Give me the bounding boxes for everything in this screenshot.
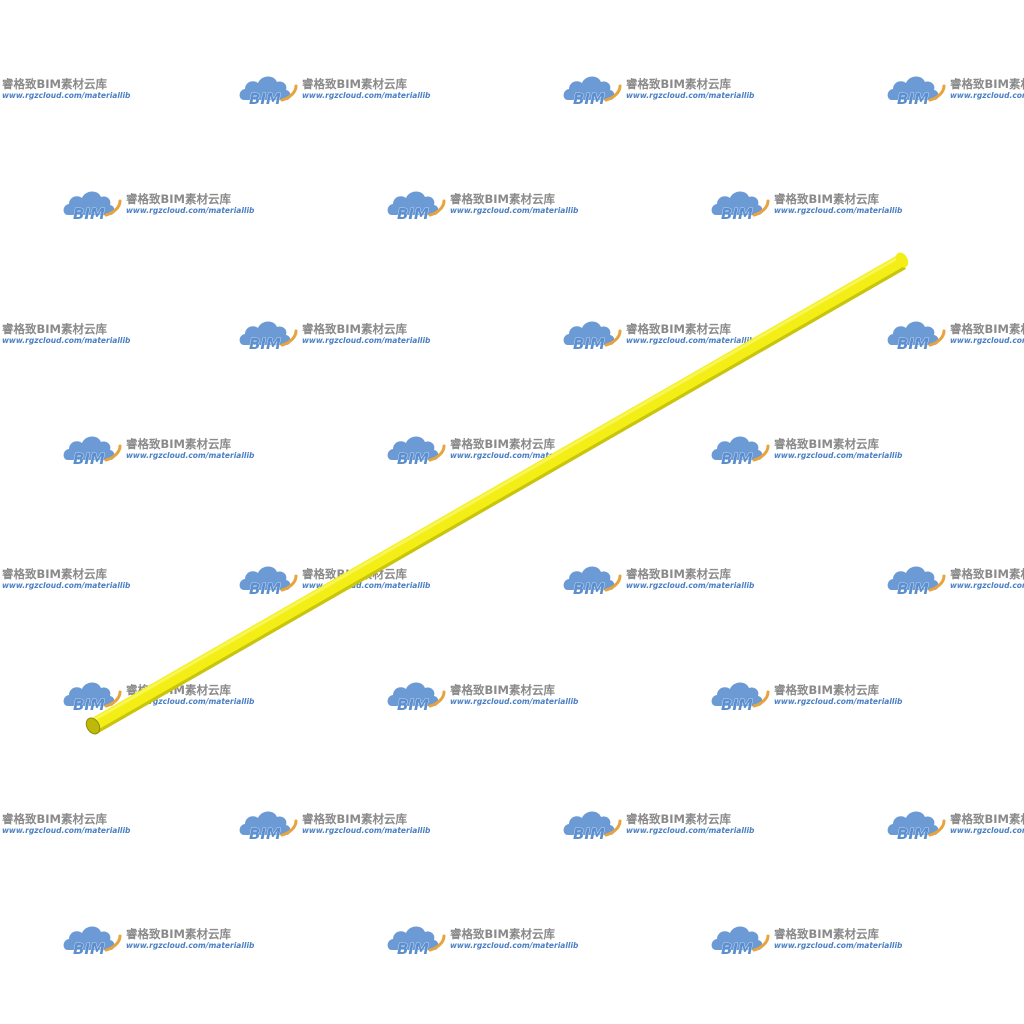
pipe-surface: [89, 254, 906, 731]
pipe-body[interactable]: [89, 254, 906, 734]
pipe-far-end-cap: [895, 252, 909, 268]
pipe-highlight: [91, 254, 902, 723]
pipe-near-end-cap: [85, 717, 101, 735]
